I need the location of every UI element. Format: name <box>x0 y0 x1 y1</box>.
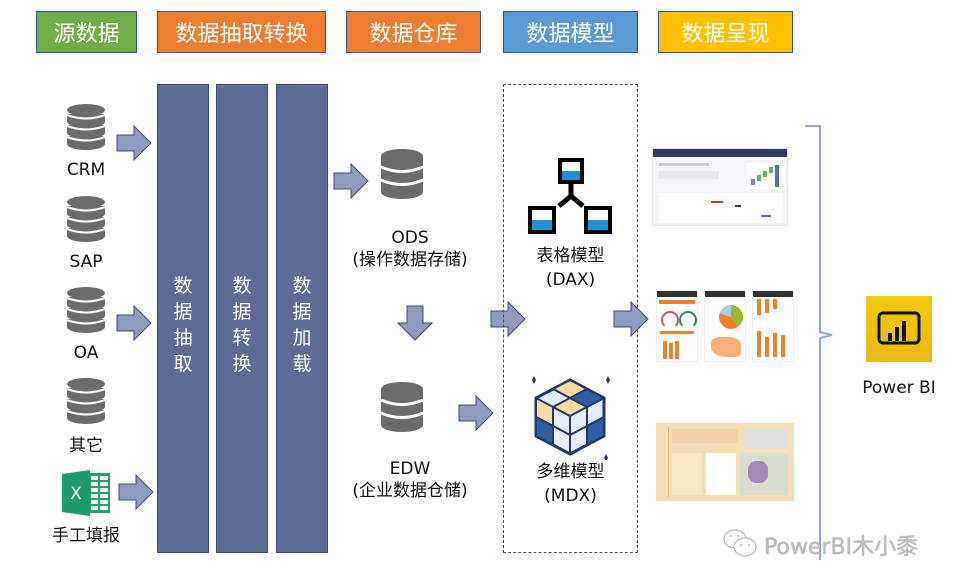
source-label-crm: CRM <box>66 160 106 180</box>
bracket <box>805 125 833 560</box>
source-label-sap: SAP <box>69 252 103 272</box>
database-icon <box>66 196 106 244</box>
powerbi-logo-icon <box>866 296 932 362</box>
arrow-right-icon <box>333 163 369 199</box>
edw-name: EDW <box>389 459 431 479</box>
etl-column-extract: 数 据 抽 取 <box>157 84 209 553</box>
multidim-model-name: 多维模型 <box>536 462 605 482</box>
arrow-down-icon <box>397 305 433 341</box>
arrow-right-icon <box>613 301 649 337</box>
etl-char: 抽 <box>173 327 193 349</box>
multidimensional-cube-icon <box>532 376 610 460</box>
source-label-oa: OA <box>73 343 99 363</box>
report-thumbnail-dashboard <box>652 148 788 226</box>
source-label-other: 其它 <box>69 436 103 456</box>
wechat-icon <box>723 529 757 557</box>
ods-name: ODS <box>391 228 429 248</box>
watermark-text: PowerBI木小黍 <box>764 535 919 560</box>
source-label-manual: 手工填报 <box>52 526 120 546</box>
etl-char: 换 <box>232 353 252 375</box>
tabular-model-lang: (DAX) <box>545 270 596 290</box>
database-icon <box>66 287 106 335</box>
edw-desc: (企业数据仓储) <box>352 481 468 501</box>
ods-database-icon <box>380 149 424 199</box>
etl-char: 载 <box>292 353 312 375</box>
etl-char: 数 <box>232 275 252 297</box>
stage-data-warehouse: 数据仓库 <box>346 11 481 53</box>
arrow-right-icon <box>116 305 152 341</box>
report-thumbnail-asthma <box>656 423 794 501</box>
database-icon <box>66 104 106 152</box>
arrow-right-icon <box>116 125 152 161</box>
database-icon <box>66 378 106 426</box>
edw-database-icon <box>380 382 424 432</box>
etl-char: 据 <box>292 301 312 323</box>
tabular-model-icon <box>528 158 612 234</box>
ods-desc: (操作数据存储) <box>352 250 468 270</box>
etl-char: 数 <box>173 275 193 297</box>
etl-char: 数 <box>292 275 312 297</box>
multidim-model-lang: (MDX) <box>544 486 597 506</box>
etl-char: 据 <box>232 301 252 323</box>
excel-icon: X <box>62 470 110 516</box>
etl-char: 据 <box>173 301 193 323</box>
etl-column-load: 数 据 加 载 <box>276 84 328 553</box>
stage-data-presentation: 数据呈现 <box>658 11 793 53</box>
powerbi-label: Power BI <box>862 378 936 398</box>
stage-data-model: 数据模型 <box>503 11 638 53</box>
etl-char: 加 <box>292 327 312 349</box>
stage-etl: 数据抽取转换 <box>157 11 326 53</box>
svg-text:X: X <box>70 484 82 504</box>
etl-column-transform: 数 据 转 换 <box>216 84 268 553</box>
report-thumbnail-mobile <box>656 290 794 362</box>
stage-source-data: 源数据 <box>36 11 137 53</box>
etl-char: 取 <box>173 353 193 375</box>
arrow-right-icon <box>458 395 494 431</box>
tabular-model-name: 表格模型 <box>536 246 605 266</box>
arrow-right-icon <box>118 474 154 510</box>
etl-char: 转 <box>232 327 252 349</box>
